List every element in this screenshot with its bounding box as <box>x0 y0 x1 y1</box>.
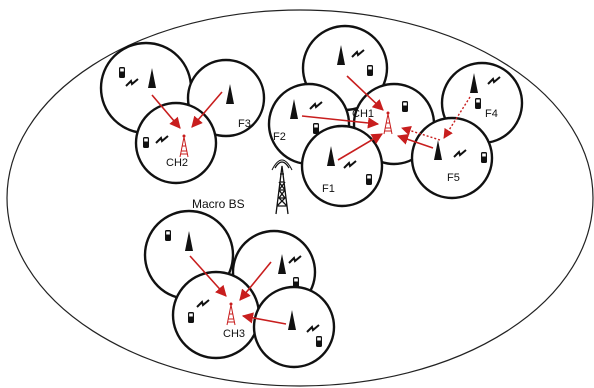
label-macro-bs: Macro BS <box>192 197 245 211</box>
dashed-link-arrow <box>401 125 441 141</box>
link-arrow <box>191 91 223 128</box>
label-f1: F1 <box>322 183 335 195</box>
phone-icon <box>366 174 372 185</box>
phone-icon <box>367 65 373 76</box>
link-arrow <box>189 255 227 297</box>
link-arrow <box>241 312 287 325</box>
label-ch3: CH3 <box>223 328 245 340</box>
phone-icon <box>402 101 408 112</box>
femto-cell-f5 <box>410 116 494 200</box>
phone-icon <box>316 336 322 347</box>
label-f2: F2 <box>273 131 286 143</box>
ch3-cluster: CH3 <box>143 209 336 369</box>
link-arrow <box>337 133 383 161</box>
link-arrow <box>151 94 181 129</box>
femto-cell-f1 <box>300 124 384 208</box>
label-f4: F4 <box>485 108 498 120</box>
label-ch1: CH1 <box>352 108 374 120</box>
label-ch2: CH2 <box>166 157 188 169</box>
phone-icon <box>293 277 299 288</box>
ch1-cluster: CH1 F2 F1 F4 F5 <box>267 24 524 208</box>
phone-icon <box>313 123 319 134</box>
phone-icon <box>188 312 194 323</box>
phone-icon <box>165 230 171 241</box>
phone-icon <box>119 67 125 78</box>
link-arrow <box>346 75 384 111</box>
macro-cell-boundary <box>6 9 594 387</box>
ch2-cluster: F3 CH2 <box>99 41 266 185</box>
link-arrow <box>301 115 380 129</box>
phone-icon <box>143 137 149 148</box>
dashed-link-arrow <box>443 96 471 139</box>
link-arrow <box>239 261 272 301</box>
label-f5: F5 <box>447 172 460 184</box>
phone-icon <box>481 152 487 163</box>
phone-icon <box>475 98 481 109</box>
label-f3: F3 <box>238 118 251 130</box>
link-arrow <box>396 133 434 149</box>
macro-bs-tower-icon <box>271 159 293 215</box>
